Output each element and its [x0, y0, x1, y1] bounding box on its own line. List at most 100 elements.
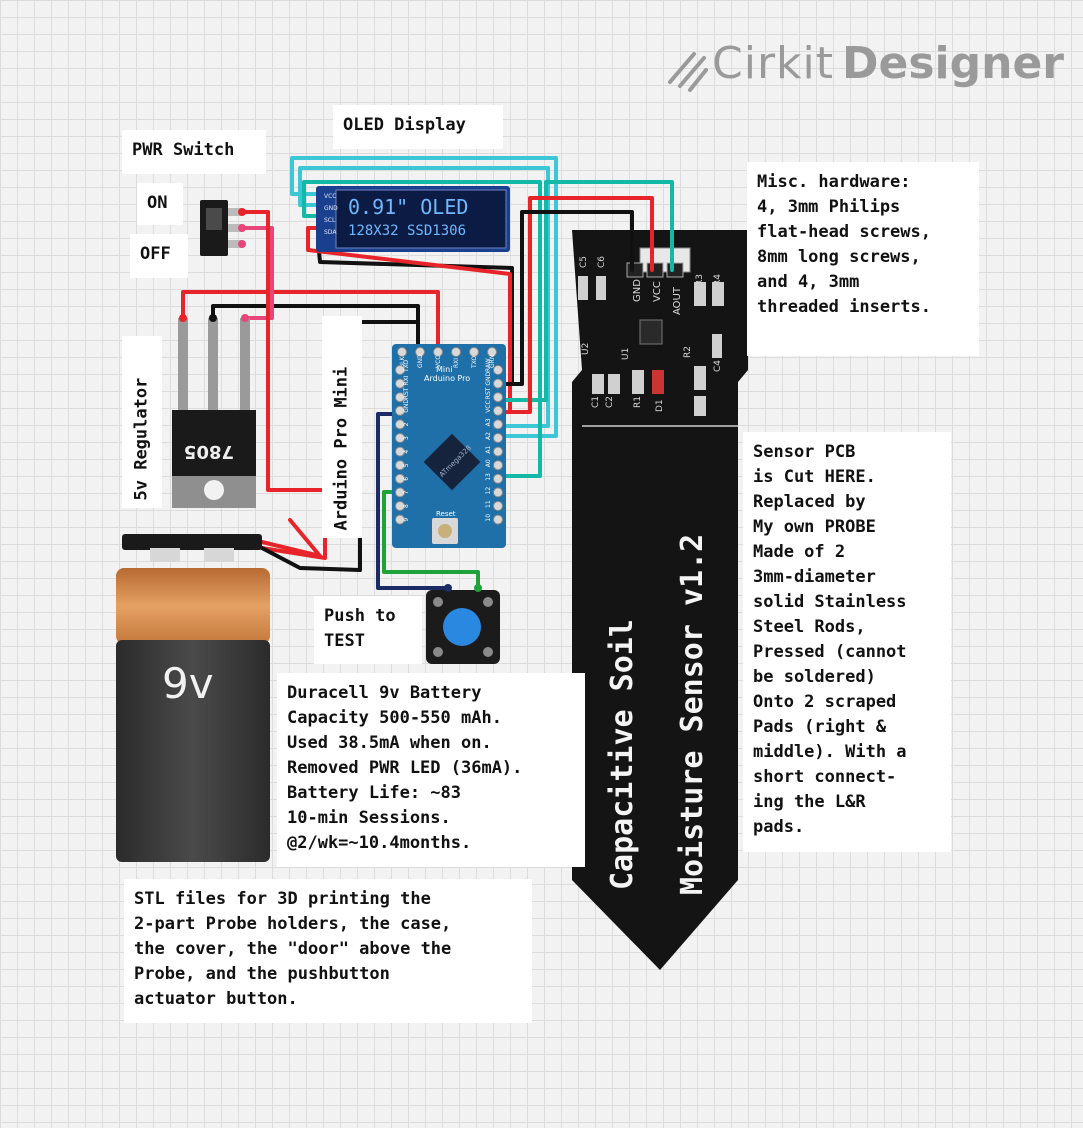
label-oled-display: OLED Display: [333, 105, 503, 149]
arduino-left-pin-label-7: 5: [403, 463, 410, 467]
arduino-left-pin-label-5: 3: [403, 436, 410, 440]
arduino-board-line2: Arduino Pro: [424, 374, 470, 383]
wire-battery-pos: [260, 518, 322, 558]
arduino-reset-label: Reset: [436, 510, 456, 518]
arduino-left-pad-1: [395, 378, 405, 389]
arduino-left-pin-label-2: RST: [403, 387, 410, 399]
label-switch-on: ON: [137, 183, 183, 225]
arduino-left-pad-2: [395, 392, 405, 403]
sensor-part-c5: C5: [579, 256, 589, 268]
arduino-left-pad-5: [395, 433, 405, 443]
arduino-right-pad-9: [493, 487, 503, 498]
arduino-right-pad-8: [493, 473, 503, 484]
arduino-left-pad-7: [395, 460, 405, 471]
power-switch[interactable]: [200, 200, 246, 256]
arduino-right-pad-0: [493, 365, 503, 375]
arduino-right-pin-label-0: RAW: [485, 358, 492, 372]
label-battery-note: Duracell 9v Battery Capacity 500-550 mAh…: [277, 673, 585, 867]
sensor-pin-gnd: GND: [632, 279, 643, 302]
arduino-left-pin-label-8: 6: [403, 477, 410, 481]
arduino-top-pad-4: [469, 347, 479, 357]
wire-button-green: [382, 490, 480, 592]
arduino-left-pin-label-1: RXI: [403, 375, 410, 385]
arduino-board-line1: Mini: [436, 365, 452, 374]
arduino-top-pin-label-5: GRN: [489, 355, 496, 368]
arduino-right-pad-4: [493, 419, 503, 430]
arduino-left-pad-8: [395, 473, 405, 484]
sensor-part-u2: U2: [581, 343, 591, 355]
pushbutton[interactable]: [426, 584, 500, 664]
wire-oled-scl: [302, 180, 542, 478]
arduino-top-pad-2: [433, 347, 443, 357]
arduino-right-pad-6: [493, 446, 503, 457]
moisture-sensor[interactable]: GND VCC AOUT C5 C6 U2 U1 R1 C1 C2 D1 R2 …: [572, 230, 748, 970]
wire-regulator-out: [240, 226, 274, 320]
sensor-part-r1: R1: [633, 396, 643, 408]
oled-screen-line1: 0.91" OLED: [348, 195, 468, 219]
arduino-right-pin-label-11: 10: [485, 514, 492, 522]
arduino-right-pad-3: [493, 405, 503, 416]
wire-oled-vcc: [290, 156, 558, 438]
arduino-left-pin-label-3: GND: [403, 399, 410, 413]
arduino-right-pin-label-4: A3: [485, 418, 492, 426]
arduino-left-pad-10: [395, 501, 405, 511]
arduino-left-pin-label-0: TXO: [403, 360, 410, 373]
sensor-title-line2: Moisture Sensor v1.2: [675, 534, 710, 895]
label-arduino: Arduino Pro Mini: [322, 316, 362, 538]
arduino-left-pin-label-9: 7: [403, 490, 410, 494]
arduino-left-pad-3: [395, 405, 405, 416]
battery-voltage: 9v: [162, 659, 214, 708]
arduino-right-pad-10: [493, 501, 503, 511]
arduino-top-pad-1: [415, 347, 425, 357]
battery[interactable]: 9v: [116, 534, 270, 862]
sensor-part-c4: C4: [713, 360, 723, 372]
arduino-right-pin-label-10: 11: [485, 500, 492, 508]
regulator-chip-label: 7805: [184, 441, 234, 462]
arduino-left-pin-label-6: 4: [403, 450, 410, 454]
arduino-right-pin-label-2: RST: [485, 387, 492, 399]
arduino-left-pad-6: [395, 446, 405, 457]
arduino-right-pin-label-7: A0: [485, 459, 492, 467]
arduino-left-pin-label-10: 8: [403, 504, 410, 508]
arduino-left-pin-label-11: 9: [403, 518, 410, 522]
sensor-part-u1: U1: [621, 348, 631, 360]
arduino-top-pin-label-3: RXI: [453, 358, 460, 368]
arduino-right-pad-2: [493, 392, 503, 403]
arduino-right-pad-11: [493, 514, 503, 525]
arduino-right-pad-5: [493, 433, 503, 443]
arduino-top-pin-label-2: VCC: [435, 356, 442, 368]
arduino-right-pin-label-1: GND: [485, 371, 492, 385]
arduino-right-pin-label-8: 13: [485, 473, 492, 481]
label-stl-note: STL files for 3D printing the 2-part Pro…: [124, 879, 532, 1023]
wire-regulator-in: [181, 290, 440, 354]
oled-display[interactable]: 0.91" OLED 128X32 SSD1306 VCC GND SCL SD…: [316, 186, 510, 252]
arduino-left-pad-9: [395, 487, 405, 498]
arduino-top-pin-label-0: BLK: [399, 356, 406, 368]
arduino-right-pad-7: [493, 460, 503, 471]
arduino-top-pin-label-1: GND: [417, 354, 424, 368]
label-switch-off: OFF: [130, 234, 188, 278]
wire-sensor-vcc: [504, 196, 654, 414]
label-pwr-switch: PWR Switch: [122, 130, 266, 174]
arduino-left-pad-4: [395, 419, 405, 430]
arduino-top-pad-3: [451, 347, 461, 357]
sensor-part-d1: D1: [655, 399, 665, 412]
sensor-title-line1: Capacitive Soil: [605, 619, 640, 890]
label-push-to-test: Push to TEST: [314, 596, 422, 664]
sensor-part-c2: C2: [605, 396, 615, 408]
sensor-pin-vcc: VCC: [652, 281, 663, 302]
brand-suffix: Designer: [842, 38, 1064, 89]
voltage-regulator[interactable]: 7805: [172, 314, 256, 508]
arduino-top-pad-5: [487, 347, 497, 357]
arduino-left-pad-0: [395, 365, 405, 375]
oled-pin-scl: SCL: [324, 217, 336, 224]
sensor-part-r3: R3: [695, 274, 705, 286]
arduino-right-pin-label-5: A2: [485, 432, 492, 440]
arduino-right-pin-label-6: A1: [485, 445, 492, 453]
arduino-top-pin-label-4: TXO: [471, 356, 478, 369]
wire-button-navy: [376, 412, 450, 590]
sensor-pin-aout: AOUT: [672, 286, 683, 315]
